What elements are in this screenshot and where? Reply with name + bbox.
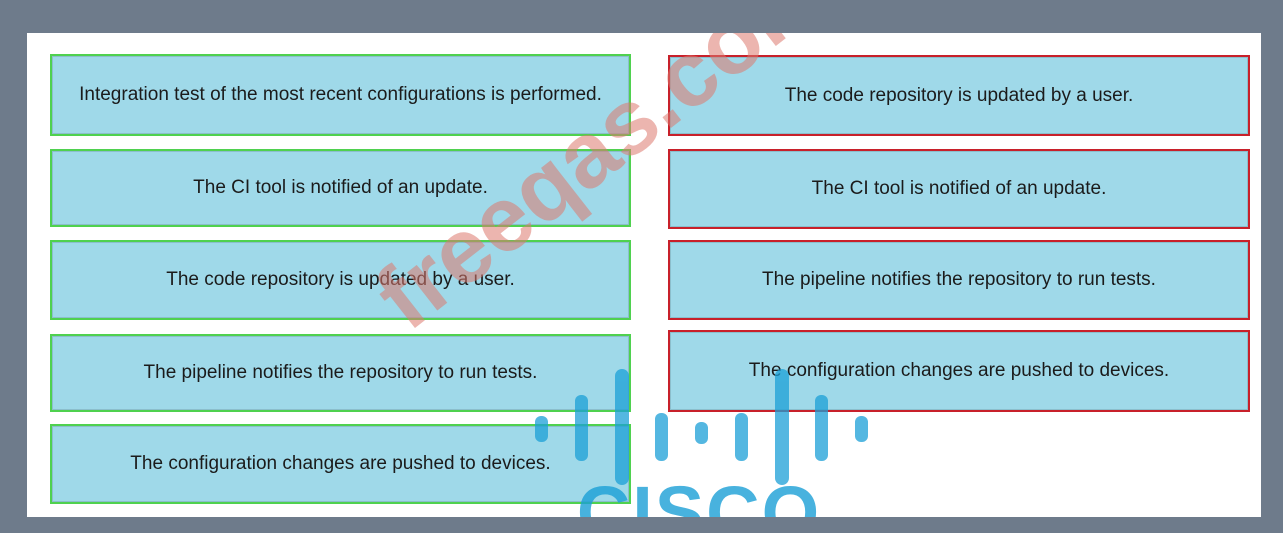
left-item-2[interactable]: The CI tool is notified of an update.	[50, 149, 631, 227]
right-item-3-label: The pipeline notifies the repository to …	[762, 269, 1156, 291]
left-item-4-label: The pipeline notifies the repository to …	[143, 362, 538, 384]
left-item-3[interactable]: The code repository is updated by a user…	[50, 240, 631, 320]
left-item-1[interactable]: Integration test of the most recent conf…	[50, 54, 631, 136]
right-item-4[interactable]: The configuration changes are pushed to …	[668, 330, 1250, 412]
left-item-3-label: The code repository is updated by a user…	[166, 269, 515, 291]
right-item-1[interactable]: The code repository is updated by a user…	[668, 55, 1250, 136]
left-item-2-label: The CI tool is notified of an update.	[193, 177, 488, 199]
left-item-5[interactable]: The configuration changes are pushed to …	[50, 424, 631, 504]
right-item-2[interactable]: The CI tool is notified of an update.	[668, 149, 1250, 229]
right-item-4-label: The configuration changes are pushed to …	[748, 360, 1170, 382]
right-item-1-label: The code repository is updated by a user…	[784, 84, 1134, 106]
left-item-1-label: Integration test of the most recent conf…	[79, 84, 602, 106]
left-item-4[interactable]: The pipeline notifies the repository to …	[50, 334, 631, 412]
drag-drop-panel: Integration test of the most recent conf…	[27, 33, 1261, 517]
right-item-2-label: The CI tool is notified of an update.	[811, 178, 1107, 200]
right-item-3[interactable]: The pipeline notifies the repository to …	[668, 240, 1250, 320]
left-item-5-label: The configuration changes are pushed to …	[130, 453, 551, 475]
